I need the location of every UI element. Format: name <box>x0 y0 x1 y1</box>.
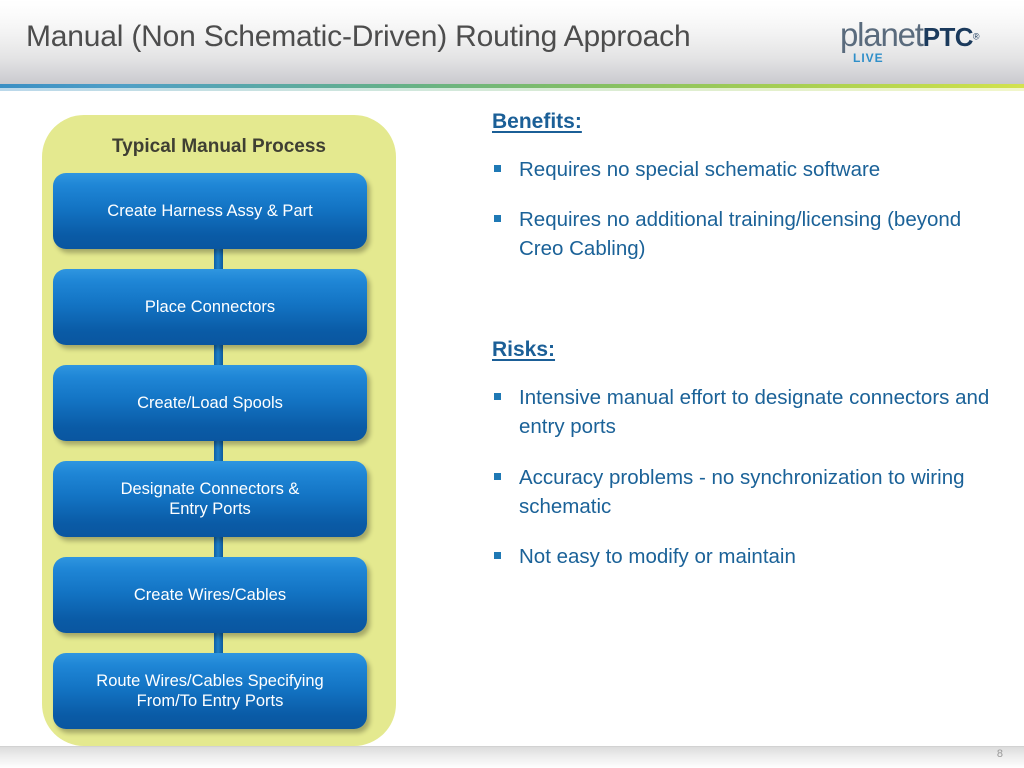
risks-list: Intensive manual effort to designate con… <box>492 383 1002 571</box>
flow-step-place-connectors[interactable]: Place Connectors <box>53 269 367 345</box>
square-bullet-icon <box>494 551 501 559</box>
flow-connector-4-5 <box>214 524 223 560</box>
slide-footer <box>0 747 1024 768</box>
benefits-list-item: Requires no additional training/licensin… <box>492 205 1002 263</box>
square-bullet-icon <box>494 472 501 480</box>
page-number: 8 <box>996 748 1003 760</box>
benefits-item-text: Requires no additional training/licensin… <box>519 208 962 261</box>
square-bullet-icon <box>494 215 501 223</box>
flow-step-6-wrapper: Route Wires/Cables Specifying From/To En… <box>42 653 396 749</box>
flow-step-2-wrapper: Place Connectors <box>42 269 396 368</box>
flow-step-create-wires-cables[interactable]: Create Wires/Cables <box>53 557 367 633</box>
flow-step-1-wrapper: Create Harness Assy & Part <box>42 173 396 272</box>
flow-step-label: Designate Connectors & Entry Ports <box>120 479 300 518</box>
benefits-list: Requires no special schematic software R… <box>492 155 1002 263</box>
logo-wordmark: planetPTC® <box>840 18 980 51</box>
risks-list-item: Intensive manual effort to designate con… <box>492 383 1002 441</box>
flow-connector-3-4 <box>214 428 223 464</box>
flow-step-list: Create Harness Assy & Part Place Connect… <box>42 173 396 749</box>
flow-step-label: Place Connectors <box>144 297 276 316</box>
flow-connector-2-3 <box>214 332 223 368</box>
flow-step-label: Create/Load Spools <box>137 393 283 412</box>
header-gradient-divider-shadow <box>0 88 1024 91</box>
benefits-list-item: Requires no special schematic software <box>492 155 1002 184</box>
risks-list-item: Accuracy problems - no synchronization t… <box>492 463 1002 521</box>
content-column: Benefits: Requires no special schematic … <box>492 110 1002 571</box>
risks-item-text: Accuracy problems - no synchronization t… <box>519 465 965 518</box>
flow-step-label: Create Wires/Cables <box>133 585 287 604</box>
flow-step-designate-connectors-entry-ports[interactable]: Designate Connectors & Entry Ports <box>53 461 367 537</box>
flow-connector-1-2 <box>214 236 223 272</box>
flow-step-3-wrapper: Create/Load Spools <box>42 365 396 464</box>
logo-ptc-text: PTC <box>922 22 974 52</box>
benefits-section: Benefits: Requires no special schematic … <box>492 110 1002 263</box>
flow-panel-title: Typical Manual Process <box>111 136 326 157</box>
flow-step-4-wrapper: Designate Connectors & Entry Ports <box>42 461 396 560</box>
flow-step-label: Route Wires/Cables Specifying From/To En… <box>96 671 324 710</box>
flow-step-label: Create Harness Assy & Part <box>107 201 313 220</box>
flow-step-create-harness-assy-part[interactable]: Create Harness Assy & Part <box>53 173 367 249</box>
footer-divider <box>0 746 1024 747</box>
logo-registered-mark: ® <box>972 31 980 42</box>
flow-step-route-wires-cables-specifying-from-to-entry-ports[interactable]: Route Wires/Cables Specifying From/To En… <box>53 653 367 729</box>
header-gradient-divider <box>0 84 1024 88</box>
slide-header: Manual (Non Schematic-Driven) Routing Ap… <box>0 0 1024 84</box>
logo-live-text: LIVE <box>853 51 884 65</box>
benefits-item-text: Requires no special schematic software <box>519 158 881 181</box>
risks-section: Risks: Intensive manual effort to design… <box>492 338 1002 571</box>
flow-step-create-load-spools[interactable]: Create/Load Spools <box>53 365 367 441</box>
planetptc-live-logo: planetPTC® LIVE <box>840 18 1008 70</box>
risks-list-item: Not easy to modify or maintain <box>492 542 1002 571</box>
square-bullet-icon <box>494 393 501 401</box>
page-title: Manual (Non Schematic-Driven) Routing Ap… <box>26 20 691 53</box>
square-bullet-icon <box>494 165 501 172</box>
risks-heading: Risks: <box>492 338 556 362</box>
flow-connector-5-6 <box>214 620 223 656</box>
risks-item-text: Intensive manual effort to designate con… <box>519 386 990 439</box>
benefits-heading: Benefits: <box>492 110 582 133</box>
logo-planet-text: planet <box>840 16 924 53</box>
flow-step-5-wrapper: Create Wires/Cables <box>42 557 396 656</box>
risks-item-text: Not easy to modify or maintain <box>519 544 796 568</box>
typical-manual-process-panel: Typical Manual Process Create Harness As… <box>42 115 396 746</box>
